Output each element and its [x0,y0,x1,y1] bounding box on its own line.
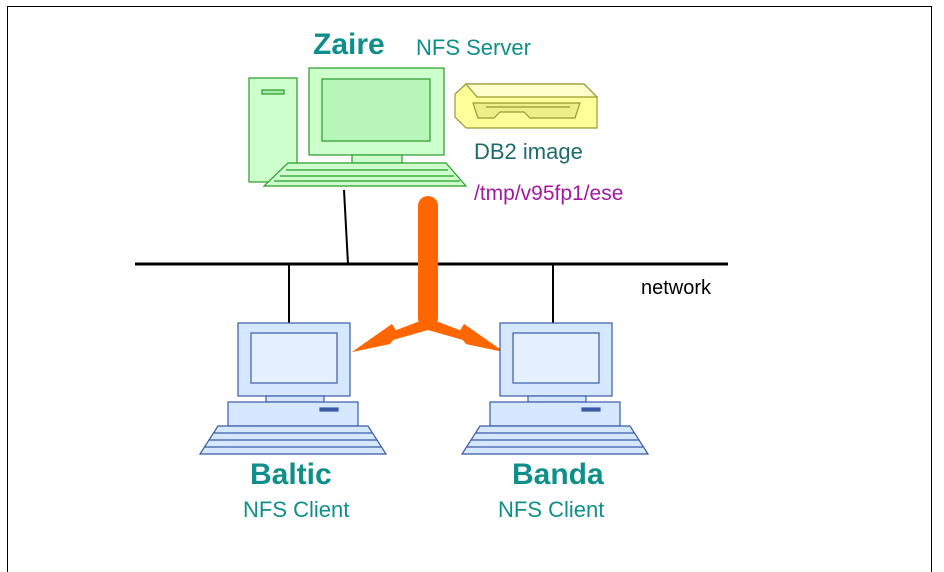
baltic-hostname: Baltic [250,458,332,491]
diagram-frame [7,6,932,572]
network-label: network [641,277,712,299]
baltic-role: NFS Client [243,497,350,522]
server-role: NFS Server [416,35,531,60]
server-connector [343,189,349,265]
banda-computer-icon [460,322,650,455]
banda-role: NFS Client [498,497,605,522]
server-computer-icon [248,67,468,187]
cdrom-drive-icon [454,83,599,129]
image-label: DB2 image [474,139,583,164]
server-hostname: Zaire [313,28,385,61]
distribution-arrow-icon [352,196,504,352]
banda-hostname: Banda [512,458,604,491]
baltic-computer-icon [198,322,388,455]
image-path: /tmp/v95fp1/ese [474,182,624,205]
